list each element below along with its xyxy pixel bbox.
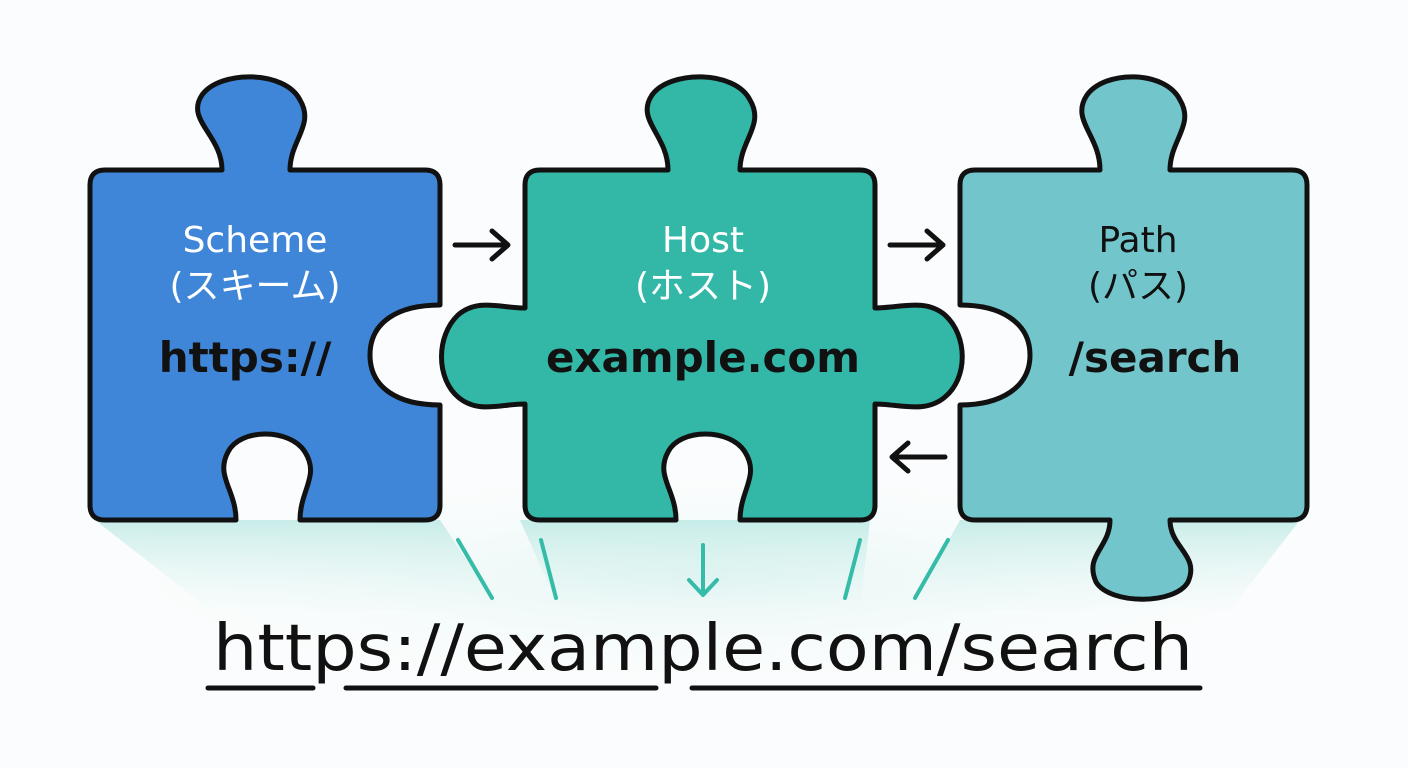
connector-line	[456, 538, 494, 600]
host-labels: Host (ホスト) example.com	[546, 220, 860, 382]
connector-lines	[456, 538, 950, 600]
host-title: Host	[662, 220, 744, 261]
puzzle-piece-scheme	[87, 74, 443, 523]
path-value: /search	[1069, 333, 1242, 382]
puzzle-piece-path	[957, 74, 1310, 602]
beam-center	[520, 520, 870, 610]
path-labels: Path (パス) /search	[1069, 220, 1242, 382]
scheme-value: https://	[159, 333, 332, 382]
scheme-labels: Scheme (スキーム) https://	[159, 220, 341, 382]
scheme-subtitle: (スキーム)	[169, 266, 340, 307]
connector-line	[913, 538, 950, 600]
arrow-left-icon	[889, 440, 948, 474]
beam-left	[95, 520, 500, 610]
connector-line	[539, 538, 558, 600]
combined-url: https://example.com/search	[213, 612, 1193, 686]
host-value: example.com	[546, 333, 860, 382]
puzzle-piece-host	[439, 74, 965, 523]
scheme-title: Scheme	[183, 220, 328, 261]
arrow-down-icon	[687, 543, 719, 597]
connector-line	[843, 538, 862, 600]
arrow-right-icon	[452, 228, 511, 262]
path-title: Path	[1098, 220, 1177, 261]
arrow-right-icon	[887, 228, 946, 262]
host-subtitle: (ホスト)	[635, 266, 771, 307]
path-subtitle: (パス)	[1088, 266, 1188, 307]
